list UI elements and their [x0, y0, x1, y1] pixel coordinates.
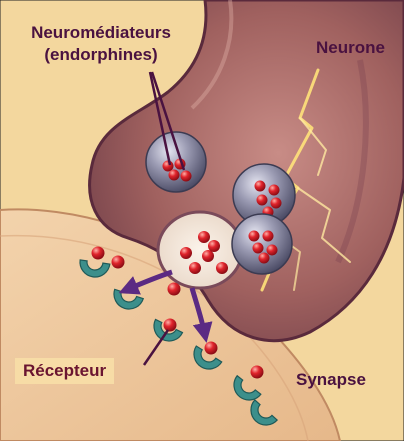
receptor-label: Récepteur: [15, 358, 114, 384]
vesicle: [232, 214, 292, 274]
neurotransmitters-label-line1: Neuromédiateurs: [6, 22, 196, 44]
vesicle: [146, 132, 206, 192]
fusion-pore: [158, 212, 242, 288]
neurotransmitters-label-line2: (endorphines): [6, 44, 196, 66]
neurotransmitters-label: Neuromédiateurs (endorphines): [6, 22, 196, 66]
neuron-label: Neurone: [316, 38, 385, 58]
synapse-label: Synapse: [296, 370, 366, 390]
